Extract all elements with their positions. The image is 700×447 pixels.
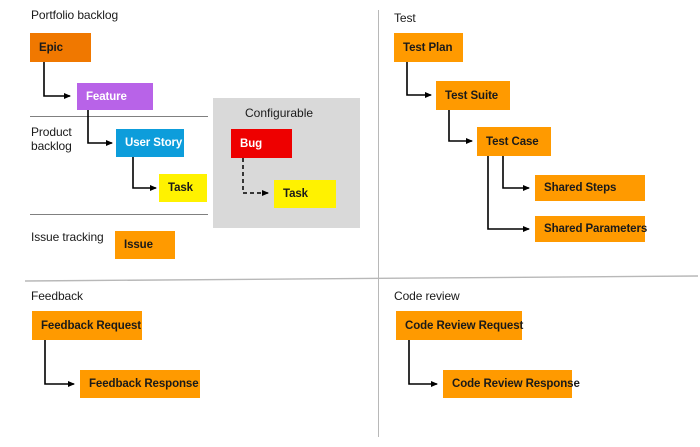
node-shared-steps[interactable]: Shared Steps xyxy=(535,175,645,201)
quadrant-divider-horizontal xyxy=(24,275,699,282)
node-issue[interactable]: Issue xyxy=(115,231,175,259)
node-feedback-response[interactable]: Feedback Response xyxy=(80,370,200,398)
section-divider-issue-tracking xyxy=(30,214,208,215)
node-bug-task[interactable]: Task xyxy=(274,180,336,208)
node-bug-label: Bug xyxy=(240,137,263,150)
section-label-product-backlog: Product backlog xyxy=(31,125,72,153)
node-feature-label: Feature xyxy=(86,90,127,103)
node-user-story-label: User Story xyxy=(125,137,183,149)
section-label-test: Test xyxy=(394,11,416,25)
node-feedback-request[interactable]: Feedback Request xyxy=(32,311,142,340)
edge-code-review-request-to-response xyxy=(408,340,438,387)
section-label-product-backlog-line1: Product xyxy=(31,125,72,139)
node-test-case-label: Test Case xyxy=(486,135,539,148)
node-user-story[interactable]: User Story xyxy=(116,129,184,157)
section-divider-product-backlog xyxy=(30,116,208,117)
node-epic[interactable]: Epic xyxy=(30,33,91,62)
section-label-portfolio-backlog: Portfolio backlog xyxy=(31,8,119,22)
node-code-review-response-label: Code Review Response xyxy=(452,378,580,390)
node-epic-label: Epic xyxy=(39,41,63,54)
node-task[interactable]: Task xyxy=(159,174,207,202)
configurable-group-title: Configurable xyxy=(245,106,314,120)
node-bug-task-label: Task xyxy=(283,188,308,200)
edge-test-suite-to-test-case xyxy=(448,110,473,144)
node-issue-label: Issue xyxy=(124,239,153,251)
edge-epic-to-feature xyxy=(43,62,71,99)
section-label-code-review: Code review xyxy=(394,289,460,303)
node-test-suite-label: Test Suite xyxy=(445,89,499,102)
node-test-case[interactable]: Test Case xyxy=(477,127,551,156)
section-label-product-backlog-line2: backlog xyxy=(31,139,72,153)
node-shared-parameters-label: Shared Parameters xyxy=(544,223,648,235)
node-shared-steps-label: Shared Steps xyxy=(544,182,617,194)
node-bug[interactable]: Bug xyxy=(231,129,292,158)
edge-user-story-to-task xyxy=(132,157,157,191)
node-test-suite[interactable]: Test Suite xyxy=(436,81,510,110)
quadrant-divider-vertical xyxy=(378,10,379,437)
node-test-plan-label: Test Plan xyxy=(403,41,453,54)
node-feedback-response-label: Feedback Response xyxy=(89,378,199,390)
node-code-review-request-label: Code Review Request xyxy=(405,319,524,332)
node-shared-parameters[interactable]: Shared Parameters xyxy=(535,216,648,242)
section-label-feedback: Feedback xyxy=(31,289,83,303)
node-code-review-response[interactable]: Code Review Response xyxy=(443,370,580,398)
node-feature[interactable]: Feature xyxy=(77,83,153,110)
edge-test-plan-to-test-suite xyxy=(406,62,432,98)
node-feedback-request-label: Feedback Request xyxy=(41,319,142,332)
section-label-issue-tracking: Issue tracking xyxy=(31,230,104,244)
edge-test-case-to-shared-parameters xyxy=(487,156,530,232)
edge-test-case-to-shared-steps xyxy=(502,156,530,191)
node-test-plan[interactable]: Test Plan xyxy=(394,33,463,62)
edge-feature-to-user-story xyxy=(87,110,113,146)
edge-feedback-request-to-response xyxy=(44,340,75,387)
node-task-label: Task xyxy=(168,182,193,194)
node-code-review-request[interactable]: Code Review Request xyxy=(396,311,524,340)
